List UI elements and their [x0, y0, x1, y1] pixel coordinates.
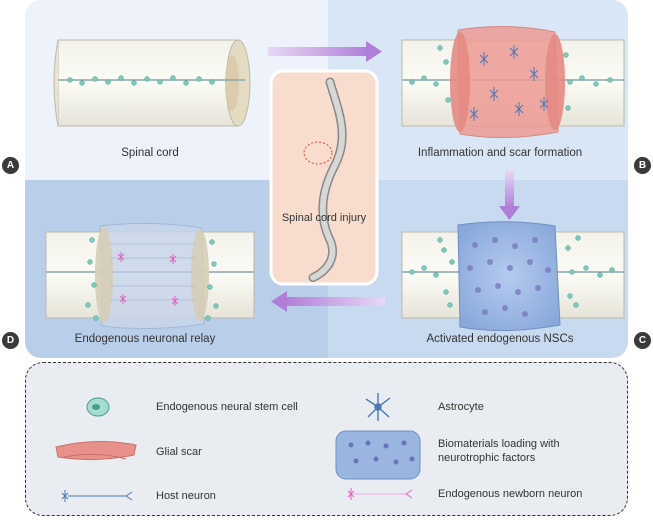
- arrow-a-to-b: [268, 41, 382, 62]
- arrow-c-to-d: [271, 291, 385, 312]
- stem-cells-a: [67, 75, 215, 86]
- legend-biomaterial-label-2: neurotrophic factors: [438, 452, 536, 464]
- stem-cells-c: [409, 235, 615, 308]
- stem-cells-b: [409, 45, 613, 111]
- spinal-cord-a: [53, 39, 251, 127]
- newborn-neuron-icon: [347, 488, 413, 500]
- label-spinal-cord: Spinal cord: [121, 147, 179, 159]
- glial-scar-icon: [55, 440, 137, 461]
- legend-astrocyte-label: Astrocyte: [438, 401, 484, 413]
- badge-a: A: [0, 155, 21, 176]
- label-neuronal-relay: Endogenous neuronal relay: [74, 333, 216, 345]
- badge-d: D: [0, 330, 21, 351]
- legend-host-neuron-label: Host neuron: [156, 490, 216, 502]
- spinal-cord-d: [45, 222, 255, 330]
- spinal-cord-injury-box: [269, 69, 379, 286]
- label-spinal-cord-injury: Spinal cord injury: [281, 212, 367, 224]
- legend-box: Endogenous neural stem cell Astrocyte Gl…: [25, 362, 628, 516]
- badge-b: B: [632, 155, 653, 176]
- legend-newborn-neuron-label: Endogenous newborn neuron: [438, 488, 583, 500]
- spinal-cord-c: [401, 221, 625, 332]
- astrocyte-icon: [365, 393, 391, 421]
- label-activated-nscs: Activated endogenous NSCs: [426, 333, 574, 345]
- arrow-b-to-c: [499, 170, 520, 220]
- diagram-illustration: [45, 25, 625, 332]
- spinal-cord-b: [401, 25, 625, 139]
- legend-glial-scar-label: Glial scar: [156, 446, 202, 458]
- badge-c: C: [632, 330, 653, 351]
- legend-icons: [55, 393, 421, 502]
- label-inflammation-scar: Inflammation and scar formation: [417, 147, 583, 159]
- stem-cell-icon: [86, 397, 110, 417]
- host-neuron-icon: [61, 490, 133, 502]
- legend-biomaterial-label-1: Biomaterials loading with: [438, 438, 560, 450]
- legend-stem-cell-label: Endogenous neural stem cell: [156, 401, 298, 413]
- stem-cells-d: [85, 237, 219, 321]
- biomaterial-icon: [335, 430, 421, 480]
